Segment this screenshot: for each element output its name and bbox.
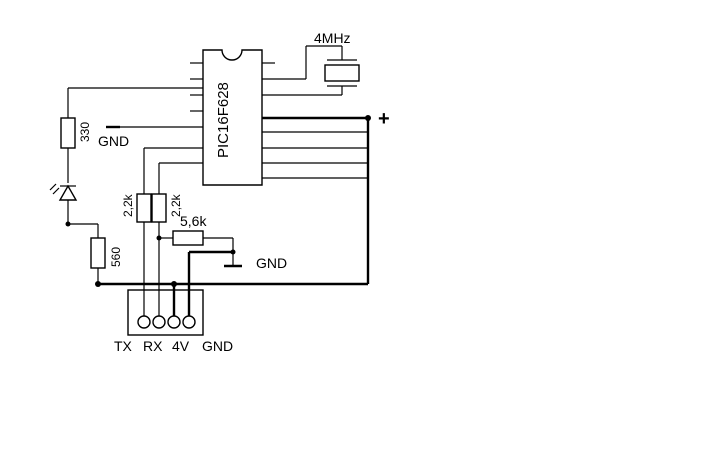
crystal-label: 4MHz: [314, 30, 351, 46]
gnd-top: GND: [98, 125, 203, 149]
resistor-56k-label: 5,6k: [180, 213, 207, 229]
vcc-to-connector: [171, 281, 177, 320]
pin-tx: [137, 315, 151, 329]
crystal: 4MHz: [262, 30, 360, 96]
led-diode: [58, 184, 78, 201]
conn-rx-label: RX: [143, 338, 163, 354]
pin-rx: [152, 315, 166, 329]
resistor-56k-branch: 5,6k GND: [159, 213, 287, 320]
resistor-330: [60, 117, 76, 149]
pin-gnd: [182, 315, 196, 329]
chip-label: PIC16F628: [215, 82, 232, 158]
chip-body: [202, 49, 263, 186]
chip-left-pins: [190, 62, 203, 112]
conn-gnd-label: GND: [202, 338, 233, 354]
plus-label: +: [378, 108, 390, 130]
crystal-body: [324, 64, 360, 82]
conn-tx-label: TX: [114, 338, 133, 354]
gnd-mid-label: GND: [256, 255, 287, 271]
resistor-tx: [136, 193, 152, 223]
resistor-560-label: 560: [109, 247, 123, 267]
resistor-56k: [172, 230, 204, 246]
pic-chip: PIC16F628: [190, 49, 275, 186]
led-branch: 330 560: [49, 87, 203, 287]
resistor-330-label: 330: [78, 122, 92, 142]
resistor-560: [90, 237, 106, 269]
junction-plus: [365, 115, 371, 121]
gnd-top-label: GND: [98, 133, 129, 149]
power-rail: +: [98, 108, 390, 286]
resistor-tx-label: 2,2k: [121, 193, 135, 217]
pin-4v: [167, 315, 181, 329]
chip-signal-lines: [262, 131, 368, 179]
connector-body: [127, 289, 204, 336]
conn-4v-label: 4V: [172, 338, 190, 354]
resistor-rx-label: 2,2k: [169, 193, 183, 217]
resistor-rx: [151, 193, 167, 223]
connector: TX RX 4V GND: [114, 289, 233, 354]
tx-rx-resistors: 2,2k 2,2k: [121, 147, 203, 320]
